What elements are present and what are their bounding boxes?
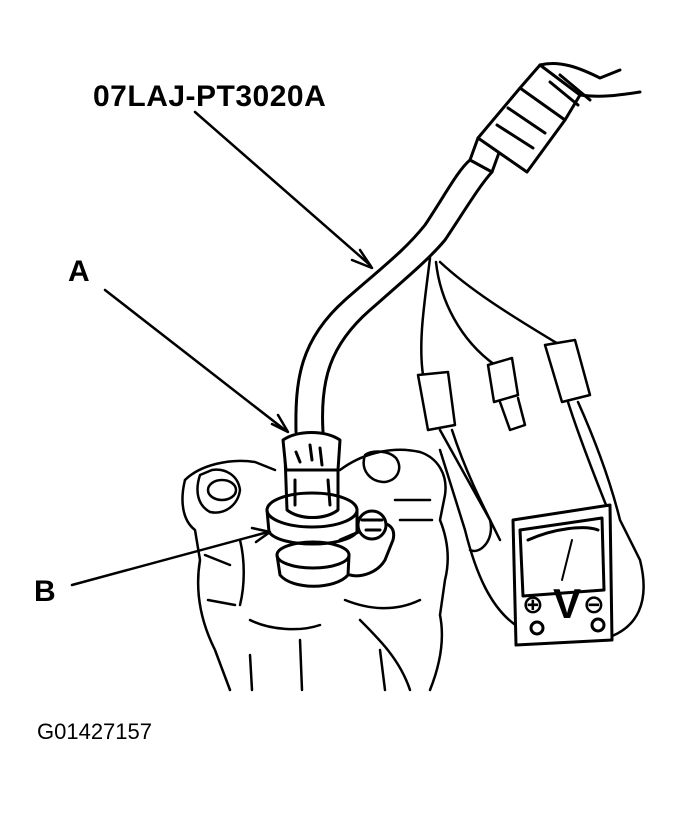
leader-lines — [70, 110, 374, 587]
voltmeter-unit-label: V — [553, 580, 582, 627]
sensor-connector-a — [281, 431, 342, 519]
tool-number-label: 07LAJ-PT3020A — [93, 80, 327, 113]
callout-b-label: B — [34, 575, 56, 608]
voltmeter — [511, 503, 614, 647]
speed-sensor-b — [265, 491, 396, 588]
harness-connector — [476, 61, 642, 174]
voltmeter-negative-terminal-label: ⊖ — [583, 589, 605, 619]
voltmeter-positive-terminal-label: ⊕ — [522, 589, 544, 619]
figure-code-label: G01427157 — [37, 719, 152, 744]
callout-a-label: A — [68, 255, 90, 288]
transmission-housing — [181, 448, 449, 692]
meter-leads — [416, 256, 645, 642]
